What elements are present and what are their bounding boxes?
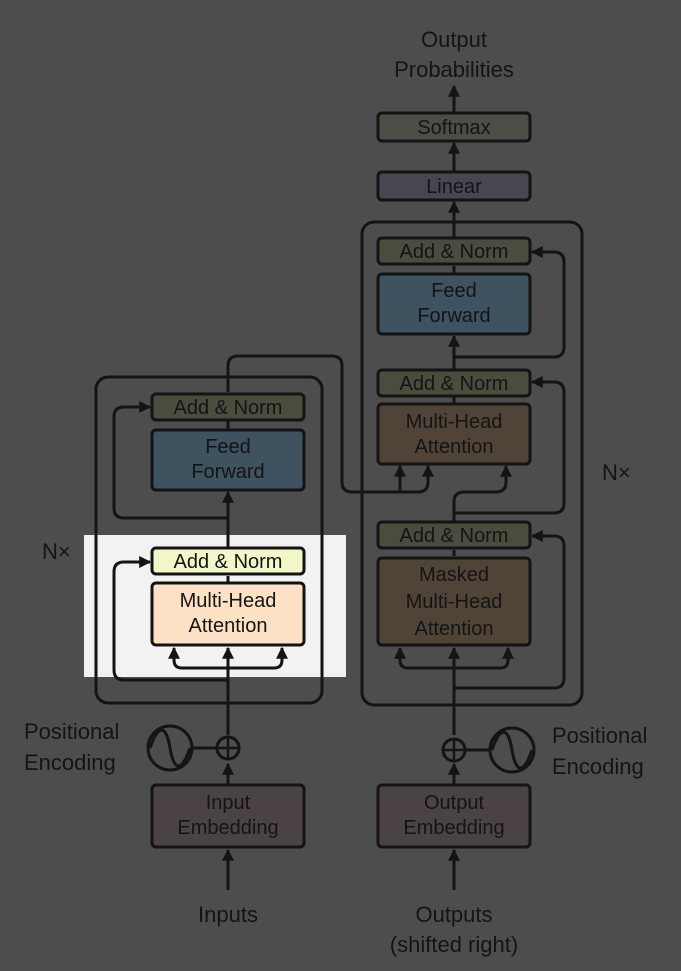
encoder-add-norm-bottom-label: Add & Norm [174, 551, 283, 573]
encoder-stack-frame [94, 375, 324, 705]
encoder-positional-encoding-icon [146, 724, 194, 772]
decoder-add-circle-icon [441, 737, 467, 763]
encoder-input-embedding: Input Embedding [150, 783, 306, 849]
decoder-embedding-label-2: Embedding [403, 817, 504, 839]
encoder-positional-label-2: Encoding [24, 750, 116, 775]
encoder-attention-fork [228, 646, 288, 670]
decoder-repeat-label: N× [602, 460, 631, 485]
encoder-inputs-label: Inputs [198, 902, 258, 927]
encoder-add-norm-top-label: Add & Norm [174, 397, 283, 419]
decoder-outputs-label-2: (shifted right) [390, 932, 518, 957]
decoder-add-norm-mid: Add & Norm [376, 368, 532, 398]
decoder-feed-forward-label-2: Forward [417, 305, 490, 327]
decoder-masked-label-3: Attention [415, 618, 494, 640]
encoder-repeat-label: N× [42, 539, 71, 564]
output-probabilities-label-2: Probabilities [394, 57, 514, 82]
decoder-masked-attention-fork [394, 646, 454, 670]
decoder-residual-3 [454, 246, 566, 359]
encoder-residual-1 [112, 556, 228, 682]
encoder-attention-label-1: Multi-Head [180, 590, 277, 612]
encoder-positional-label-1: Positional [24, 719, 119, 744]
decoder-positional-encoding-icon [488, 726, 536, 774]
encoder-feed-forward-label-1: Feed [205, 436, 251, 458]
encoder-embedding-label-1: Input [206, 792, 251, 814]
decoder-masked-attention: Masked Multi-Head Attention [376, 556, 532, 647]
decoder-feed-forward-label-1: Feed [431, 280, 477, 302]
decoder-masked-label-1: Masked [419, 564, 489, 586]
softmax-layer: Softmax [376, 111, 532, 143]
decoder-masked-label-2: Multi-Head [406, 591, 503, 613]
decoder-cross-attention: Multi-Head Attention [376, 402, 532, 466]
encoder-to-decoder-connection [226, 354, 406, 494]
decoder-add-norm-bottom-label: Add & Norm [400, 525, 509, 547]
encoder-add-circle-icon [215, 735, 241, 761]
encoder-feed-forward: Feed Forward [150, 428, 306, 492]
decoder-add-norm-top: Add & Norm [376, 236, 532, 266]
decoder-positional-label-2: Encoding [552, 754, 644, 779]
encoder-embedding-label-2: Embedding [177, 817, 278, 839]
decoder-add-norm-mid-label: Add & Norm [400, 373, 509, 395]
decoder-cross-attention-label-2: Attention [415, 436, 494, 458]
decoder-output-embedding: Output Embedding [376, 783, 532, 849]
linear-layer: Linear [376, 170, 532, 202]
decoder-residual-1 [454, 530, 566, 690]
softmax-label: Softmax [417, 117, 490, 139]
encoder-attention-fork [168, 646, 228, 670]
encoder-multi-head-attention: Multi-Head Attention [150, 581, 306, 647]
output-probabilities-label-1: Output [421, 27, 487, 52]
encoder-feed-forward-label-2: Forward [191, 461, 264, 483]
encoder-to-decoder-connection [400, 464, 434, 494]
decoder-embedding-label-1: Output [424, 792, 484, 814]
decoder-to-cross-attention [452, 464, 512, 522]
decoder-add-norm-bottom: Add & Norm [376, 520, 532, 550]
decoder-outputs-label-1: Outputs [415, 902, 492, 927]
decoder-feed-forward: Feed Forward [376, 272, 532, 336]
decoder-cross-attention-label-1: Multi-Head [406, 411, 503, 433]
encoder-add-norm-top: Add & Norm [150, 392, 306, 422]
decoder-stack-frame [360, 220, 584, 707]
linear-label: Linear [426, 176, 482, 198]
encoder-attention-label-2: Attention [189, 615, 268, 637]
decoder-positional-label-1: Positional [552, 723, 647, 748]
encoder-add-norm-bottom: Add & Norm [150, 546, 306, 576]
decoder-masked-attention-fork [454, 646, 514, 670]
encoder-residual-2 [112, 401, 228, 520]
decoder-residual-2 [454, 376, 566, 515]
decoder-add-norm-top-label: Add & Norm [400, 241, 509, 263]
